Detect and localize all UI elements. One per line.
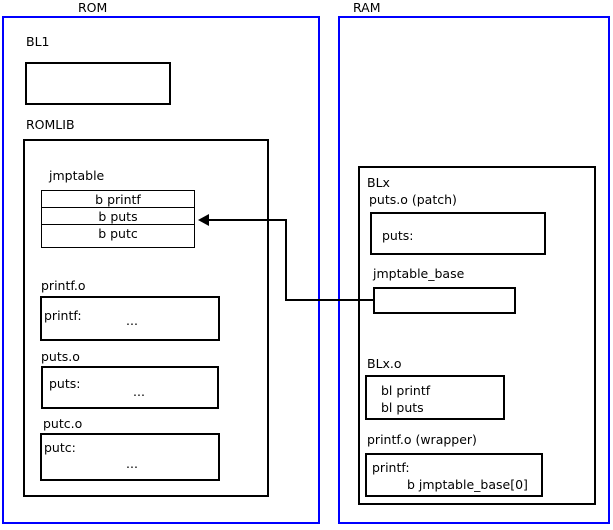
blx-o-line-0: bl printf [381, 383, 431, 398]
bl1-box [25, 62, 171, 105]
printf-wrapper-label: printf.o (wrapper) [367, 432, 477, 447]
romlib-object-1-symbol: puts: [49, 376, 81, 391]
blx-label: BLx [367, 175, 390, 190]
jmptable-entry-2: b putc [41, 224, 195, 248]
printf-wrapper-instruction: b jmptable_base[0] [407, 477, 528, 492]
connector-arrowhead-icon [198, 214, 209, 226]
romlib-object-0-symbol: printf: [44, 308, 82, 323]
jmptable-entry-0-text: b printf [95, 192, 141, 207]
romlib-object-2-label: putc.o [43, 416, 83, 431]
puts-patch-label: puts.o (patch) [369, 192, 457, 207]
connector-segment-bottom [285, 299, 374, 301]
rom-region [2, 16, 320, 524]
rom-region-label: ROM [78, 0, 108, 15]
romlib-object-0-box: printf: ... [40, 296, 220, 341]
blx-o-box: bl printf bl puts [365, 375, 505, 420]
blx-o-label: BLx.o [367, 356, 402, 371]
connector-segment-top [208, 219, 287, 221]
jmptable-entry-0: b printf [41, 190, 195, 208]
jmptable-base-label: jmptable_base [373, 266, 465, 281]
blx-o-line-1: bl puts [381, 400, 424, 415]
jmptable-base-box [373, 287, 516, 314]
romlib-object-2-ellipsis: ... [126, 456, 138, 471]
romlib-object-2-box: putc: ... [40, 433, 220, 481]
romlib-object-0-ellipsis: ... [126, 313, 138, 328]
romlib-object-0-label: printf.o [41, 278, 86, 293]
romlib-object-1-label: puts.o [41, 349, 80, 364]
jmptable-entry-2-text: b putc [98, 226, 138, 241]
romlib-object-1-ellipsis: ... [133, 384, 145, 399]
jmptable-entry-1: b puts [41, 207, 195, 225]
romlib-object-2-symbol: putc: [44, 440, 76, 455]
printf-wrapper-box: printf: b jmptable_base[0] [365, 453, 543, 497]
ram-region-label: RAM [353, 0, 381, 15]
jmptable-entry-1-text: b puts [98, 209, 138, 224]
ram-region [338, 16, 610, 524]
romlib-label: ROMLIB [26, 117, 75, 132]
puts-patch-box: puts: [370, 212, 546, 255]
printf-wrapper-symbol: printf: [372, 460, 410, 475]
bl1-label: BL1 [26, 34, 50, 49]
jmptable-label: jmptable [49, 168, 105, 183]
puts-patch-symbol: puts: [382, 228, 414, 243]
romlib-object-1-box: puts: ... [41, 366, 219, 409]
connector-segment-vertical [285, 219, 287, 301]
